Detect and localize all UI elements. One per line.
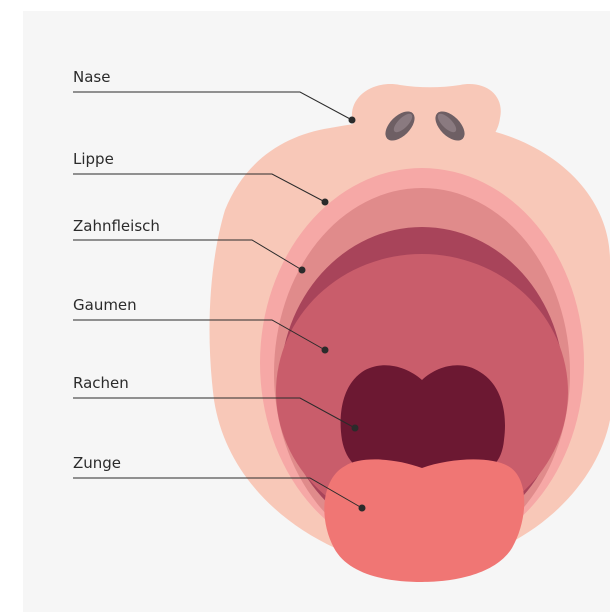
leader-line-nase [73,92,352,120]
label-gaumen: Gaumen [73,296,137,314]
label-lippe: Lippe [73,150,114,168]
dot-gaumen [322,347,329,354]
dot-nase [349,117,356,124]
throat [341,365,505,474]
dot-lippe [322,199,329,206]
dot-zahnfleisch [299,267,306,274]
label-zunge: Zunge [73,454,121,472]
tongue [324,459,524,582]
dot-rachen [352,425,359,432]
nose-shape [352,84,501,150]
label-rachen: Rachen [73,374,129,392]
label-nase: Nase [73,68,110,86]
label-zahnfleisch: Zahnfleisch [73,217,160,235]
dot-zunge [359,505,366,512]
